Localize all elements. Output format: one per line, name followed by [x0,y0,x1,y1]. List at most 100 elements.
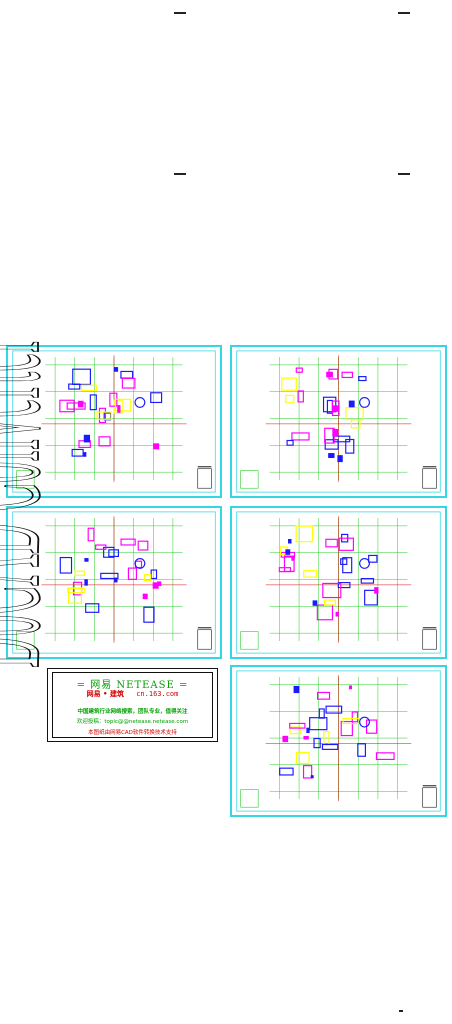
room-outline [340,720,353,737]
drawing-marker [398,173,410,175]
room-outline [351,711,359,723]
title-block [422,629,437,650]
room-outline [144,574,152,582]
legend-block [16,470,35,489]
fixture [77,400,84,408]
room-outline [295,525,314,543]
room-outline [87,527,95,542]
fixture [303,735,309,740]
room-outline [309,717,328,731]
room-outline [120,538,136,546]
fixture-circle [134,557,146,569]
legend-block [240,631,259,650]
fixture [282,735,289,743]
legend-block [240,789,259,808]
room-outline [322,396,337,413]
title-block [422,787,437,808]
fixture [348,400,355,408]
drawing-marker [398,12,410,14]
floor-plan-sheet-2[interactable] [230,345,447,498]
legend-block [240,470,259,489]
title-block [197,468,212,489]
room-outline [318,708,325,719]
floor-plan-sheet-4[interactable] [230,506,447,659]
fixture-circle [359,557,370,569]
sheet-inner-frame [12,350,216,493]
sheet-inner-frame [236,511,441,654]
room-outline [332,435,351,443]
fixture [335,611,339,617]
room-outline [89,394,97,411]
room-outline [360,578,375,584]
room-outline [285,394,295,404]
fixture [152,582,159,589]
room-outline [98,407,107,424]
fixture [117,405,121,413]
fixture [83,452,87,457]
fixture [83,434,91,443]
notice-card-url[interactable]: cn.163.com [136,690,179,698]
room-outline [324,439,339,450]
floor-plan-sheet-5[interactable] [230,665,447,817]
room-outline [120,370,134,379]
drawing-marker [174,173,186,175]
fixture [142,593,148,600]
fixture [337,455,343,463]
sheet-inner-frame [236,670,441,812]
room-outline [338,537,354,551]
fixture [349,685,353,690]
room-outline [74,570,85,576]
room-outline [303,570,317,578]
room-outline [324,599,337,606]
room-outline [286,439,294,446]
sheet-inner-frame [236,350,441,493]
sheet-inner-frame [12,511,216,654]
title-block [197,629,212,650]
notice-card-brand-row: 网易 • 建筑 cn.163.com [53,689,212,699]
drawing-marker [174,12,186,14]
room-outline [340,558,348,565]
fixture-circle [359,396,370,408]
room-outline [295,367,303,373]
room-outline [121,377,136,389]
room-outline [295,752,310,764]
room-outline [341,371,354,379]
room-outline [325,705,343,714]
room-outline [72,368,92,385]
floor-plan-sheet-3[interactable] [6,506,222,659]
room-outline [80,384,98,392]
notice-card-title: = 网易 NETEASE = [76,680,189,691]
room-outline [143,606,155,623]
room-outline [98,436,111,447]
fixture [332,405,340,412]
room-outline [137,540,149,551]
room-outline [368,554,378,563]
floor-plan-sheet-1[interactable] [6,345,222,498]
fixture [114,577,118,583]
fixture [293,685,300,694]
room-outline [67,587,82,604]
room-outline [281,377,297,391]
room-outline [100,572,119,580]
fixture [306,727,310,734]
room-outline [150,392,163,404]
fixture [157,581,162,586]
room-outline [59,399,75,413]
room-outline [325,538,338,548]
fixture [312,600,318,606]
room-outline [291,432,310,441]
room-outline [68,383,81,390]
room-outline [321,743,339,750]
room-outline [127,567,138,580]
notice-card-line-3: 本图纸由网易CAD软件转换技术支持 [88,730,177,736]
room-outline [322,582,342,599]
fixture-circle [134,396,146,408]
room-outline [297,390,304,403]
room-outline [316,604,334,621]
fixture [84,558,89,562]
room-outline [365,719,378,734]
room-outline [66,402,86,410]
room-outline [108,549,120,558]
notice-card-line-2[interactable]: 欢迎投稿：topic@@netease.netease.com [76,719,189,725]
fixture [285,549,291,555]
